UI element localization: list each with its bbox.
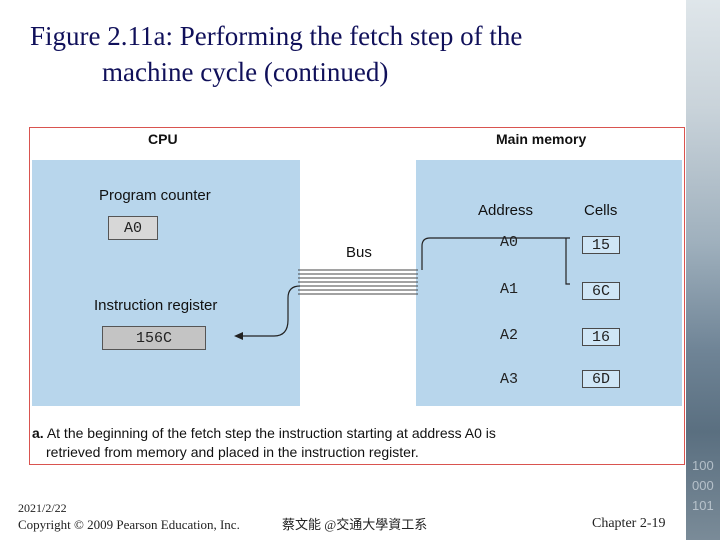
footer-chapter: Chapter 2-19 <box>592 516 665 532</box>
decorative-side-strip: 100 000 101 <box>686 0 720 540</box>
bus-and-arrow-diagram <box>30 128 686 466</box>
title-line-1: Figure 2.11a: Performing the fetch step … <box>30 18 680 54</box>
fetch-path-arrow <box>239 238 570 336</box>
caption-line-2: retrieved from memory and placed in the … <box>32 443 672 462</box>
footer-author: 蔡文能 @交通大學資工系 <box>282 514 427 533</box>
fetch-step-figure: CPU Main memory Program counter A0 Instr… <box>29 127 685 465</box>
title-line-2: machine cycle (continued) <box>30 54 680 90</box>
bus-lines <box>298 270 418 294</box>
figure-caption: a. At the beginning of the fetch step th… <box>32 424 672 462</box>
footer-copyright: Copyright © 2009 Pearson Education, Inc. <box>18 517 240 533</box>
slide-title: Figure 2.11a: Performing the fetch step … <box>30 18 680 90</box>
strip-watermark: 100 <box>692 458 714 473</box>
strip-watermark: 101 <box>692 498 714 513</box>
caption-line-1: At the beginning of the fetch step the i… <box>47 425 496 441</box>
footer-date: 2021/2/22 <box>18 501 67 516</box>
caption-prefix: a. <box>32 425 44 441</box>
arrowhead-icon <box>234 332 243 340</box>
strip-watermark: 000 <box>692 478 714 493</box>
